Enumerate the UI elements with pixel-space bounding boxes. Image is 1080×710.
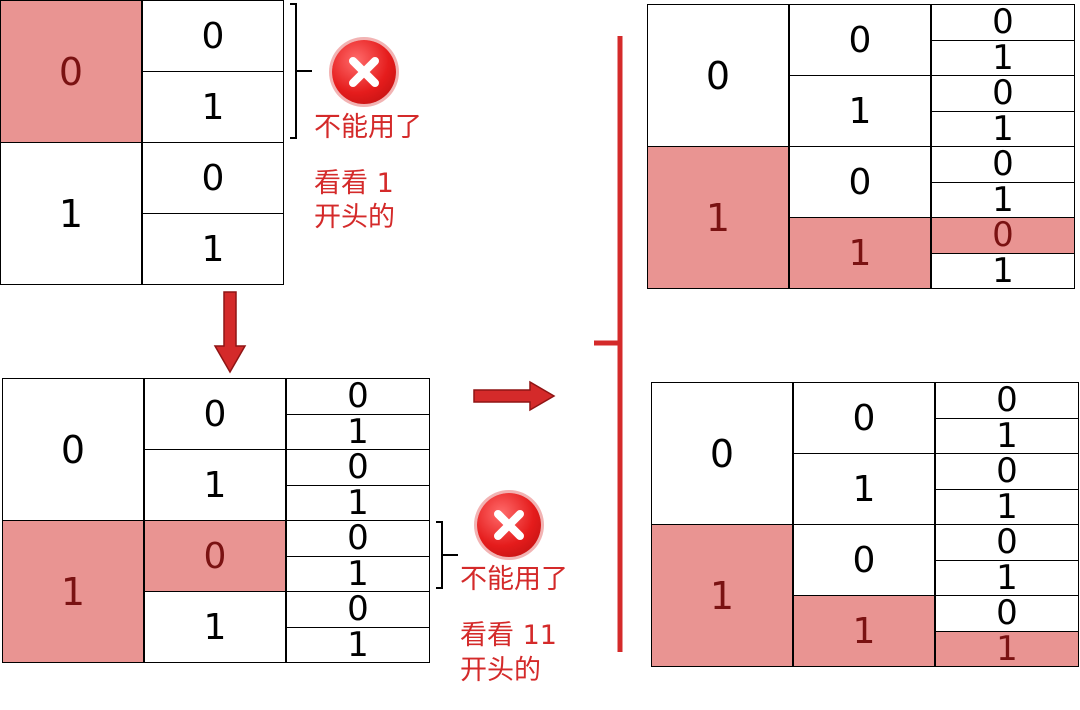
table-cell: 1 — [793, 453, 935, 525]
table-cell: 0 — [935, 453, 1079, 490]
note-cannot-use-bottom: 不能用了 — [460, 564, 568, 595]
table-cell: 1 — [931, 181, 1075, 218]
cross-error-icon — [477, 493, 541, 557]
table-cell: 1 — [142, 213, 284, 285]
table-cell: 0 — [935, 595, 1079, 632]
table-cell: 0 — [144, 378, 286, 450]
table-cell: 0 — [651, 382, 793, 525]
table-cell: 0 — [931, 146, 1075, 183]
down-arrow-icon — [213, 291, 247, 374]
table-cell: 1 — [2, 520, 144, 663]
table-cell: 0 — [286, 591, 430, 628]
table-cell: 1 — [0, 142, 142, 285]
table-cell: 0 — [142, 142, 284, 214]
note-look-suffix-top: 开头的 — [314, 202, 395, 233]
table-cell: 1 — [144, 449, 286, 521]
table-cell: 1 — [286, 484, 430, 521]
table-cell: 0 — [931, 75, 1075, 112]
table-cell: 0 — [931, 217, 1075, 254]
table-cell: 0 — [2, 378, 144, 521]
note-cannot-use-top: 不能用了 — [314, 112, 422, 143]
table-cell: 0 — [286, 449, 430, 486]
table-cell: 1 — [286, 555, 430, 592]
table-cell: 1 — [789, 217, 931, 289]
table-cell: 0 — [789, 146, 931, 218]
table-cell: 1 — [144, 591, 286, 663]
table-cell: 1 — [286, 413, 430, 450]
table-cell: 0 — [142, 0, 284, 72]
table-cell: 1 — [142, 71, 284, 143]
table-cell: 1 — [935, 488, 1079, 525]
table-cell: 1 — [793, 595, 935, 667]
table-cell: 1 — [286, 626, 430, 663]
bracket-icon — [436, 521, 458, 589]
note-look-prefix-bottom: 看看 11 — [460, 620, 557, 651]
bracket-icon — [594, 36, 623, 652]
table-cell: 1 — [931, 252, 1075, 289]
table-cell: 0 — [647, 4, 789, 147]
table-cell: 0 — [793, 382, 935, 454]
table-cell: 1 — [931, 39, 1075, 76]
table-cell: 1 — [789, 75, 931, 147]
table-cell: 1 — [935, 417, 1079, 454]
table-cell: 0 — [144, 520, 286, 592]
table-cell: 1 — [651, 524, 793, 667]
table-cell: 0 — [789, 4, 931, 76]
note-look-prefix-top: 看看 1 — [314, 168, 394, 199]
table-cell: 0 — [935, 524, 1079, 561]
table-cell: 0 — [931, 4, 1075, 41]
table-cell: 1 — [935, 630, 1079, 667]
table-cell: 0 — [286, 520, 430, 557]
cross-error-icon — [332, 40, 396, 104]
table-cell: 1 — [647, 146, 789, 289]
table-cell: 0 — [793, 524, 935, 596]
table-cell: 0 — [286, 378, 430, 415]
right-arrow-icon — [473, 380, 556, 412]
bracket-icon — [290, 3, 312, 139]
note-look-suffix-bottom: 开头的 — [460, 655, 541, 686]
table-cell: 0 — [0, 0, 142, 143]
table-cell: 0 — [935, 382, 1079, 419]
table-cell: 1 — [931, 110, 1075, 147]
table-cell: 1 — [935, 559, 1079, 596]
